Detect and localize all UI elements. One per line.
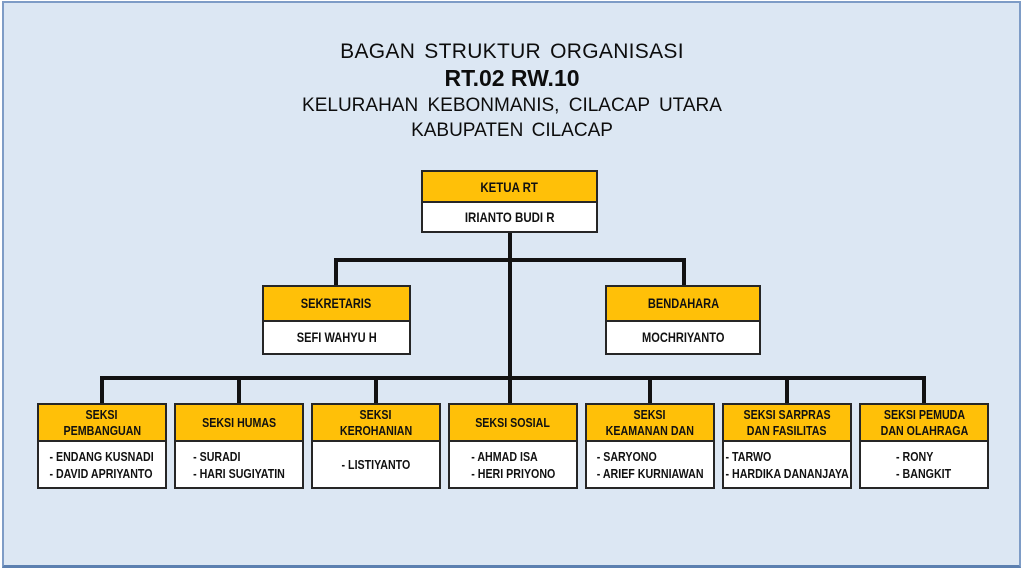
member-list: - SARYONO - ARIEF KURNIAWAN: [597, 448, 704, 482]
connector-seksi-6-drop: [785, 378, 789, 404]
connector-bendahara-drop: [682, 260, 686, 286]
member-list: - TARWO - HARDIKA DANANJAYA: [725, 448, 848, 482]
header-line: KEROHANIAN: [339, 422, 413, 438]
header-line: SEKSI PEMUDA: [883, 406, 965, 422]
member-name: SEFI WAHYU H: [296, 330, 377, 345]
member-name: - TARWO: [725, 448, 772, 464]
member-name: - ARIEF KURNIAWAN: [596, 465, 704, 481]
member-name: - AHMAD ISA: [470, 448, 538, 464]
box-seksi-pemuda-members: - RONY - BANGKIT: [861, 442, 987, 487]
box-seksi-sarpras-members: - TARWO - HARDIKA DANANJAYA: [724, 442, 850, 487]
header-line: SEKSI HUMAS: [201, 414, 277, 430]
box-seksi-keamanan: SEKSI KEAMANAN DAN - SARYONO - ARIEF KUR…: [585, 403, 715, 489]
box-sekretaris-members: SEFI WAHYU H: [264, 322, 409, 353]
connector-level2-horizontal: [334, 258, 686, 262]
connector-seksi-5-drop: [648, 378, 652, 404]
member-name: - SARYONO: [596, 448, 657, 464]
member-name: - HARDIKA DANANJAYA: [725, 465, 849, 481]
connector-seksi-1-drop: [100, 378, 104, 404]
box-seksi-sosial-members: - AHMAD ISA - HERI PRIYONO: [450, 442, 576, 487]
connector-root-vertical: [508, 232, 512, 403]
chart-title-block: BAGAN STRUKTUR ORGANISASI RT.02 RW.10 KE…: [0, 40, 1024, 143]
connector-seksi-7-drop: [922, 378, 926, 404]
box-seksi-sarpras-header: SEKSI SARPRAS DAN FASILITAS: [724, 405, 850, 442]
member-name: MOCHRIYANTO: [641, 330, 725, 345]
box-seksi-pemuda-header: SEKSI PEMUDA DAN OLAHRAGA: [861, 405, 987, 442]
chart-subtitle-kabupaten: KABUPATEN CILACAP: [411, 120, 613, 141]
member-name: - HARI SUGIYATIN: [193, 465, 285, 481]
box-seksi-kerohanian-header: SEKSI KEROHANIAN: [313, 405, 439, 442]
box-seksi-pembanguan-members: - ENDANG KUSNADI - DAVID APRIYANTO: [39, 442, 165, 487]
box-seksi-keamanan-members: - SARYONO - ARIEF KURNIAWAN: [587, 442, 713, 487]
header-line: KEAMANAN DAN: [605, 422, 695, 438]
header-line: DAN OLAHRAGA: [880, 422, 968, 438]
header-line: SEKSI SOSIAL: [475, 414, 551, 430]
box-bendahara-title: BENDAHARA: [647, 296, 719, 311]
connector-seksi-2-drop: [237, 378, 241, 404]
box-seksi-pemuda: SEKSI PEMUDA DAN OLAHRAGA - RONY - BANGK…: [859, 403, 989, 489]
box-seksi-humas-members: - SURADI - HARI SUGIYATIN: [176, 442, 302, 487]
header-line: DAN FASILITAS: [747, 422, 827, 438]
member-list: - ENDANG KUSNADI - DAVID APRIYANTO: [50, 448, 154, 482]
box-bendahara-header: BENDAHARA: [607, 287, 759, 322]
connector-sekretaris-drop: [334, 260, 338, 286]
box-seksi-pembanguan-header: SEKSI PEMBANGUAN: [39, 405, 165, 442]
member-list: - LISTIYANTO: [342, 456, 411, 473]
chart-subtitle-kelurahan: KELURAHAN KEBONMANIS, CILACAP UTARA: [302, 95, 722, 116]
box-seksi-humas-header: SEKSI HUMAS: [176, 405, 302, 442]
member-name: - LISTIYANTO: [341, 457, 411, 472]
box-ketua-rt-header: KETUA RT: [423, 172, 596, 203]
box-seksi-kerohanian-members: - LISTIYANTO: [313, 442, 439, 487]
box-seksi-pembanguan: SEKSI PEMBANGUAN - ENDANG KUSNADI - DAVI…: [37, 403, 167, 489]
box-seksi-sosial: SEKSI SOSIAL - AHMAD ISA - HERI PRIYONO: [448, 403, 578, 489]
header-line: SEKSI SARPRAS: [743, 406, 831, 422]
box-ketua-rt-members: IRIANTO BUDI R: [423, 203, 596, 231]
connector-seksi-3-drop: [374, 378, 378, 404]
member-name: - SURADI: [193, 448, 241, 464]
member-name: - BANGKIT: [896, 465, 952, 481]
connector-level3-horizontal: [100, 376, 926, 380]
member-list: - RONY - BANGKIT: [896, 448, 951, 482]
box-seksi-sosial-header: SEKSI SOSIAL: [450, 405, 576, 442]
box-seksi-humas: SEKSI HUMAS - SURADI - HARI SUGIYATIN: [174, 403, 304, 489]
box-ketua-rt: KETUA RT IRIANTO BUDI R: [421, 170, 598, 233]
box-seksi-sarpras: SEKSI SARPRAS DAN FASILITAS - TARWO - HA…: [722, 403, 852, 489]
chart-title: BAGAN STRUKTUR ORGANISASI: [340, 40, 684, 63]
member-name: IRIANTO BUDI R: [464, 209, 555, 225]
member-name: - DAVID APRIYANTO: [49, 465, 153, 481]
chart-subtitle-rt-rw: RT.02 RW.10: [444, 65, 580, 91]
member-name: - ENDANG KUSNADI: [49, 448, 155, 464]
header-line: SEKSI: [85, 406, 118, 422]
box-seksi-kerohanian: SEKSI KEROHANIAN - LISTIYANTO: [311, 403, 441, 489]
box-ketua-rt-title: KETUA RT: [480, 178, 539, 195]
member-list: - AHMAD ISA - HERI PRIYONO: [471, 448, 555, 482]
box-seksi-keamanan-header: SEKSI KEAMANAN DAN: [587, 405, 713, 442]
member-name: - HERI PRIYONO: [470, 465, 556, 481]
header-line: SEKSI: [359, 406, 392, 422]
box-bendahara-members: MOCHRIYANTO: [607, 322, 759, 353]
box-sekretaris: SEKRETARIS SEFI WAHYU H: [262, 285, 411, 355]
box-sekretaris-title: SEKRETARIS: [301, 296, 372, 311]
box-sekretaris-header: SEKRETARIS: [264, 287, 409, 322]
header-line: PEMBANGUAN: [63, 422, 141, 438]
box-bendahara: BENDAHARA MOCHRIYANTO: [605, 285, 761, 355]
header-line: SEKSI: [633, 406, 666, 422]
member-list: - SURADI - HARI SUGIYATIN: [193, 448, 285, 482]
member-name: - RONY: [896, 448, 934, 464]
